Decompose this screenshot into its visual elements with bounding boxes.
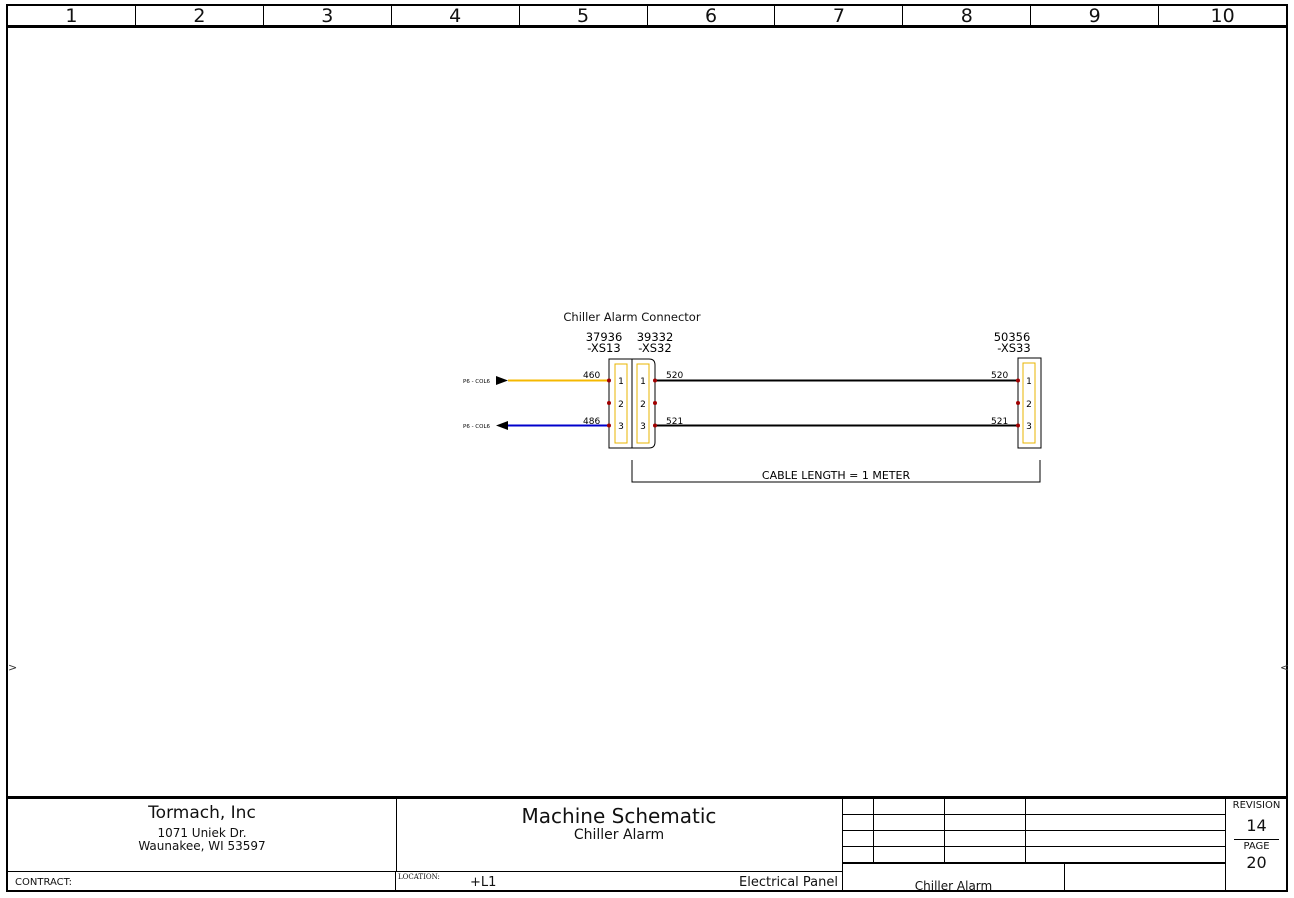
wire-label-520-left: 520 xyxy=(666,371,683,381)
xs33-tag: -XS33 xyxy=(997,341,1030,355)
column-2: 2 xyxy=(136,6,264,26)
wire-label-521-right: 521 xyxy=(991,417,1008,427)
column-8: 8 xyxy=(903,6,1032,26)
svg-text:3: 3 xyxy=(1026,422,1032,432)
svg-text:2: 2 xyxy=(640,400,646,410)
connector-group-title: Chiller Alarm Connector xyxy=(563,310,700,324)
svg-text:1: 1 xyxy=(1026,377,1032,387)
company-address-1: 1071 Uniek Dr. xyxy=(157,826,247,840)
column-1: 1 xyxy=(8,6,136,26)
svg-text:2: 2 xyxy=(618,400,624,410)
page-number: 20 xyxy=(1246,853,1267,872)
revision-value: 14 xyxy=(1246,816,1267,835)
arrow-out-icon xyxy=(496,421,508,430)
right-center-marker: < xyxy=(1280,661,1290,674)
xs33-part: 50356 xyxy=(994,330,1031,344)
location-value: +L1 xyxy=(470,875,497,890)
wire-label-520-right: 520 xyxy=(991,371,1008,381)
xs32-tag: -XS32 xyxy=(638,341,671,355)
wire-486[interactable]: P6 - COL6 486 xyxy=(463,417,609,430)
contract-field: CONTRACT: xyxy=(8,871,396,892)
revision-history-grid xyxy=(843,799,1225,863)
location-field: LOCATION: +L1 Electrical Panel xyxy=(396,871,843,892)
xs13-part: 37936 xyxy=(586,330,623,344)
column-ruler: 1 2 3 4 5 6 7 8 9 10 xyxy=(6,4,1288,28)
company-name: Tormach, Inc xyxy=(148,803,256,823)
xs32-part: 39332 xyxy=(637,330,674,344)
svg-text:3: 3 xyxy=(640,422,646,432)
column-7: 7 xyxy=(775,6,904,26)
company-block: Tormach, Inc 1071 Uniek Dr. Waunakee, WI… xyxy=(8,799,397,871)
svg-text:3: 3 xyxy=(618,422,624,432)
source-ref-486: P6 - COL6 xyxy=(463,424,491,430)
xs13-tag: -XS13 xyxy=(587,341,620,355)
svg-text:1: 1 xyxy=(640,377,646,387)
cable-length-note: CABLE LENGTH = 1 METER xyxy=(762,469,911,482)
drawing-subtitle: Chiller Alarm xyxy=(573,827,665,843)
page-description: Chiller Alarm xyxy=(843,864,1065,892)
title-block: Tormach, Inc 1071 Uniek Dr. Waunakee, WI… xyxy=(6,796,1288,892)
pin-dots xyxy=(607,378,1020,428)
column-5: 5 xyxy=(520,6,648,26)
left-center-marker: > xyxy=(8,661,18,674)
connector-xs13[interactable]: 1 2 3 xyxy=(608,358,633,449)
svg-text:2: 2 xyxy=(1026,400,1032,410)
cable-length-bracket: CABLE LENGTH = 1 METER xyxy=(631,460,1041,483)
contract-label: CONTRACT: xyxy=(15,877,73,888)
cable-520[interactable]: 520 520 xyxy=(655,371,1018,382)
source-ref-460: P6 - COL6 xyxy=(463,379,491,385)
column-3: 3 xyxy=(264,6,392,26)
column-9: 9 xyxy=(1031,6,1160,26)
page-description-row: Chiller Alarm xyxy=(843,863,1225,892)
wire-label-521-left: 521 xyxy=(666,417,683,427)
wire-460[interactable]: P6 - COL6 460 xyxy=(463,371,609,385)
column-4: 4 xyxy=(392,6,520,26)
column-6: 6 xyxy=(648,6,776,26)
drawing-title: Machine Schematic xyxy=(521,804,717,828)
revision-page-block: REVISION 14 PAGE 20 xyxy=(1225,799,1287,892)
page-label: PAGE xyxy=(1243,841,1270,852)
column-10: 10 xyxy=(1210,5,1235,27)
cable-521[interactable]: 521 521 xyxy=(655,417,1018,427)
wire-label-460: 460 xyxy=(583,371,600,381)
wire-label-486: 486 xyxy=(583,417,600,427)
revision-label: REVISION xyxy=(1232,800,1281,811)
arrow-in-icon xyxy=(496,376,508,385)
connector-xs32[interactable]: 1 2 3 xyxy=(631,358,656,449)
company-address-2: Waunakee, WI 53597 xyxy=(138,839,266,853)
connector-xs33[interactable]: 1 2 3 xyxy=(1017,357,1042,449)
svg-text:1: 1 xyxy=(618,377,624,387)
location-name: Electrical Panel xyxy=(739,875,838,890)
location-label: LOCATION: xyxy=(398,873,440,881)
drawing-title-block: Machine Schematic Chiller Alarm xyxy=(396,799,843,871)
